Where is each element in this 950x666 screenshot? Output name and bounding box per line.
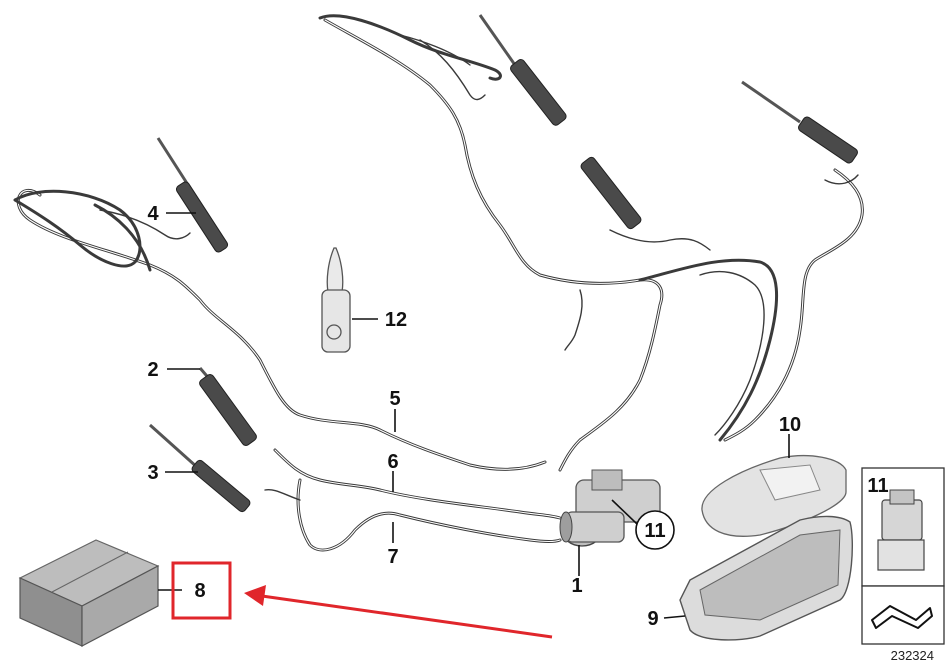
- label-part-8: 8: [194, 580, 205, 602]
- diagram-symbol-icon: [871, 605, 933, 629]
- label-part-6: 6: [387, 451, 398, 473]
- label-part-11-circled: 11: [644, 520, 665, 542]
- part-10-lid: [701, 455, 847, 537]
- label-part-3: 3: [147, 462, 158, 484]
- wire-harness-center: [318, 14, 779, 472]
- diagram-id: 232324: [891, 648, 934, 663]
- gas-strut-3: [148, 423, 251, 513]
- gas-strut-mid-center: [580, 156, 642, 230]
- part-8-box: [18, 539, 160, 647]
- label-part-11-inset: 11: [867, 475, 888, 497]
- label-part-2: 2: [147, 359, 158, 381]
- gas-strut-right: [741, 80, 858, 164]
- callout-circle-11: 11: [635, 510, 675, 550]
- gas-strut-top-center: [478, 14, 567, 126]
- part-1-pump-unit: [559, 469, 661, 547]
- gas-strut-2: [198, 367, 257, 446]
- label-part-5: 5: [389, 388, 400, 410]
- label-part-7: 7: [387, 546, 398, 568]
- wire-harness-left-loop: [13, 188, 547, 471]
- wire-harness-lower: [264, 448, 562, 552]
- part-12-connector: [321, 247, 351, 353]
- part-9-tray: [679, 515, 854, 641]
- inset-panel: 11: [861, 467, 945, 645]
- label-part-12: 12: [385, 309, 407, 331]
- label-part-9: 9: [647, 608, 658, 630]
- gas-strut-4: [156, 137, 229, 253]
- red-arrow: [244, 585, 553, 639]
- label-part-10: 10: [779, 414, 801, 436]
- wire-harness-right: [723, 168, 864, 442]
- label-part-4: 4: [147, 203, 159, 225]
- part-11-relay: [877, 489, 925, 571]
- label-part-1: 1: [571, 575, 582, 597]
- highlight-part-8: 8: [171, 561, 232, 620]
- leader-lines: [158, 212, 790, 619]
